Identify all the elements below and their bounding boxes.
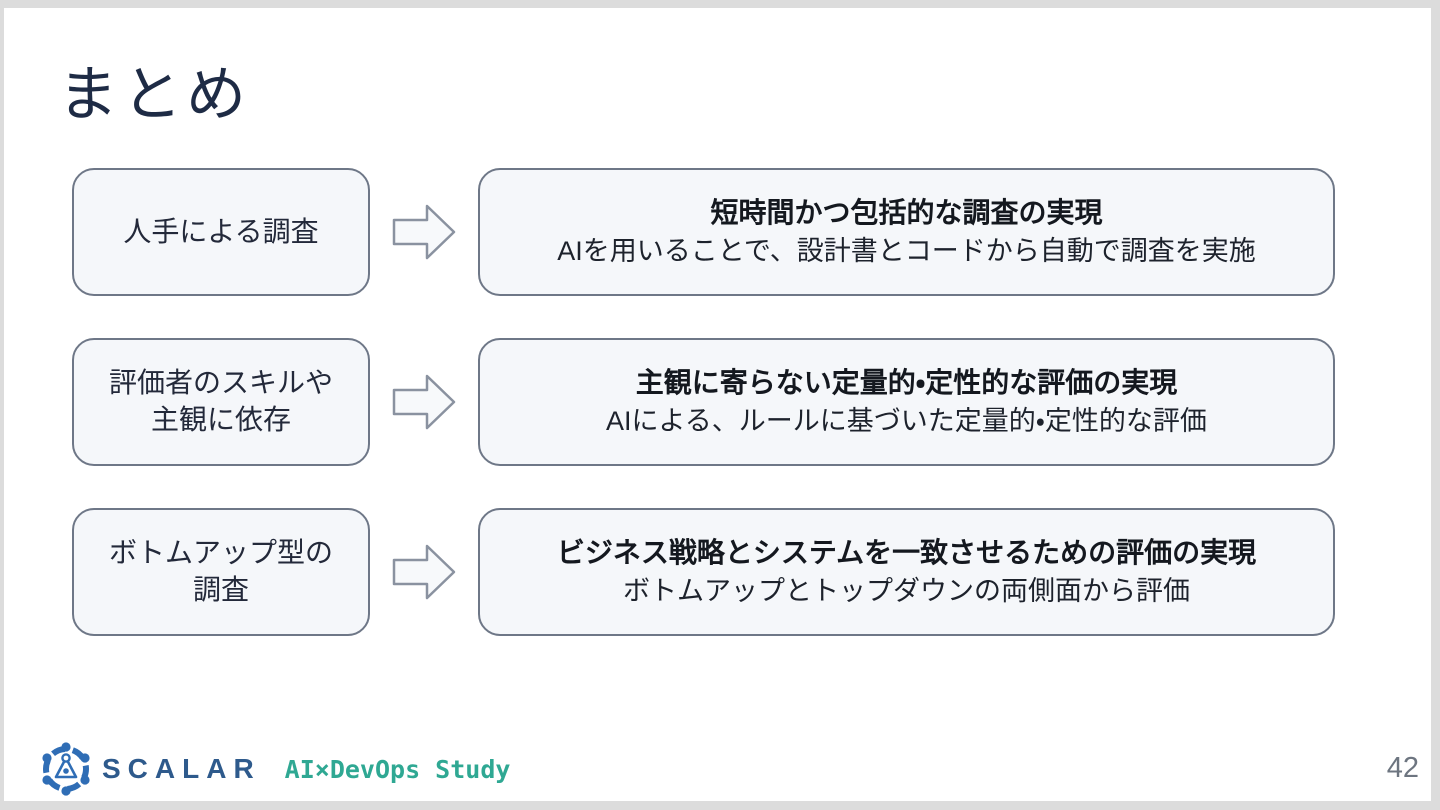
solution-box: ビジネス戦略とシステムを一致させるための評価の実現 ボトムアップとトップダウンの… [478,508,1335,636]
solution-box: 短時間かつ包括的な調査の実現 AIを用いることで、設計書とコードから自動で調査を… [478,168,1335,296]
problem-box: 評価者のスキルや 主観に依存 [72,338,370,466]
arrow-right-icon [392,203,456,261]
solution-title: 短時間かつ包括的な調査の実現 [710,197,1103,228]
page-title: まとめ [58,61,250,128]
solution-description: AIを用いることで、設計書とコードから自動で調査を実施 [557,236,1256,266]
solution-box: 主観に寄らない定量的・定性的な評価の実現 AIによる、ルールに基づいた定量的・定… [478,338,1335,466]
summary-row: ボトムアップ型の 調査 ビジネス戦略とシステムを一致させるための評価の実現 ボト… [72,508,1335,636]
problem-box: 人手による調査 [72,168,370,296]
summary-row: 評価者のスキルや 主観に依存 主観に寄らない定量的・定性的な評価の実現 AIによ… [72,338,1335,466]
summary-row: 人手による調査 短時間かつ包括的な調査の実現 AIを用いることで、設計書とコード… [72,168,1335,296]
page-number: 42 [1386,752,1419,784]
footer: SCALAR AI×DevOps Study [38,738,510,800]
event-name: AI×DevOps Study [284,754,511,784]
arrow-right-icon [392,373,456,431]
solution-title: ビジネス戦略とシステムを一致させるための評価の実現 [556,537,1257,568]
scalar-logo-icon [42,742,90,796]
solution-description: ボトムアップとトップダウンの両側面から評価 [623,576,1190,606]
slide: まとめ 人手による調査 短時間かつ包括的な調査の実現 AIを用いることで、設計書… [4,8,1431,801]
solution-description: AIによる、ルールに基づいた定量的・定性的な評価 [606,406,1207,436]
problem-box: ボトムアップ型の 調査 [72,508,370,636]
brand-wordmark: SCALAR [102,753,261,784]
solution-title: 主観に寄らない定量的・定性的な評価の実現 [635,367,1178,398]
arrow-right-icon [392,543,456,601]
